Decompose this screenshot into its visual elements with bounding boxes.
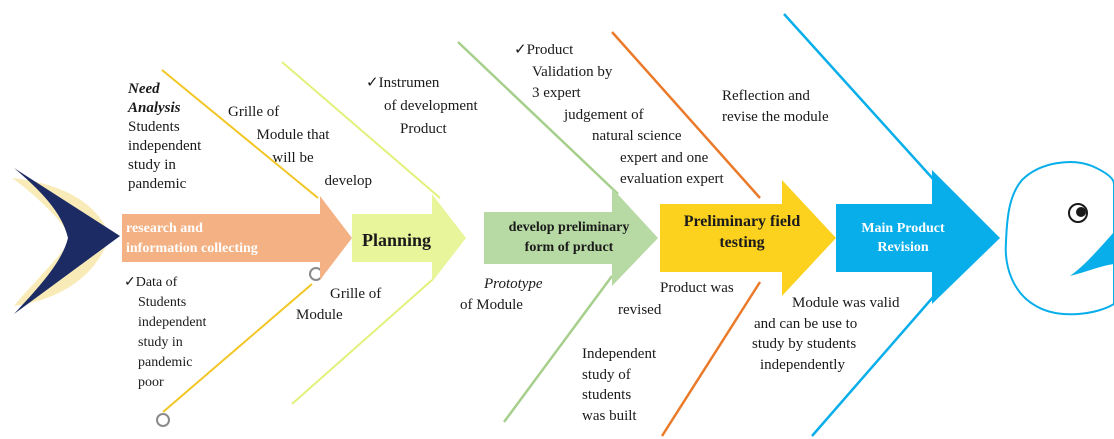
independent-study-line-1: Independent	[582, 346, 657, 362]
stage-4-arrow	[660, 180, 836, 296]
stage-3-label: develop preliminary form of prduct	[486, 218, 652, 258]
stage-1-label: research and information collecting	[126, 219, 258, 259]
stage-4-label-line2: testing	[719, 234, 765, 251]
bone-top-2	[281, 61, 441, 199]
data-students-line-3: independent	[138, 315, 207, 330]
grille-module-note: Grille of Module	[296, 284, 381, 326]
grille-module-line-1: Grille of	[330, 286, 382, 302]
need-analysis-note: Need Analysis Students independent study…	[128, 80, 201, 194]
revised-line-2: revised	[618, 302, 662, 318]
validation-line-2: Validation by	[532, 63, 613, 80]
validation-line-4: judgement of	[564, 106, 644, 123]
bone-bottom-2	[291, 279, 433, 405]
stage-3-label-line1: develop preliminary	[508, 220, 630, 235]
data-students-line-1: ✓Data of	[124, 275, 178, 290]
module-valid-line-3: study by students	[752, 336, 857, 352]
stage-2-arrow	[352, 194, 466, 282]
bone-top-3	[457, 41, 619, 195]
instrument-line-3: Product	[400, 121, 447, 137]
fish-head	[1004, 161, 1114, 316]
grille-develop-note: Grille of Module that will be develop	[210, 101, 376, 193]
stage-4-label: Preliminary field testing	[660, 211, 824, 253]
instrument-line-1: ✓Instrumen	[366, 75, 440, 91]
data-students-line-5: pandemic	[138, 355, 193, 370]
prototype-line-1: Prototype	[484, 276, 543, 292]
revised-line-1: Product was	[660, 280, 734, 296]
module-valid-note: Module was valid and can be use to study…	[752, 293, 899, 375]
grille-develop-line-4: develop	[324, 173, 372, 189]
reflection-line-1: Reflection and	[722, 88, 810, 104]
reflection-line-2: revise the module	[722, 109, 829, 125]
stage-5-label-line2: Revision	[877, 240, 929, 255]
validation-note: ✓Product Validation by 3 expert judgemen…	[514, 40, 724, 191]
need-analysis-title-2: Analysis	[128, 100, 181, 116]
data-students-line-2: Students	[138, 295, 187, 310]
independent-study-note: Independent study of students was built	[582, 344, 656, 426]
bone-bottom-1-end	[156, 413, 170, 427]
stage-1-label-line2: information collecting	[126, 241, 258, 256]
stage-5-arrow	[836, 170, 1000, 304]
stage-4-label-line1: Preliminary field	[683, 213, 801, 230]
module-valid-line-4: independently	[760, 356, 845, 373]
reflection-note: Reflection and revise the module	[722, 86, 829, 128]
validation-line-6: expert and one	[620, 149, 709, 166]
bone-bottom-4	[660, 281, 762, 437]
instrument-line-2: of development	[384, 98, 478, 114]
stage-1-label-line1: research and	[126, 221, 203, 236]
bone-bottom-3	[502, 275, 614, 423]
instrument-note: ✓Instrumen of development Product	[366, 72, 478, 141]
independent-study-line-2: study of	[582, 366, 631, 383]
validation-line-3: 3 expert	[532, 85, 581, 101]
stage-2-label: Planning	[362, 230, 432, 250]
bone-top-5	[783, 13, 935, 181]
need-analysis-line-1: Students	[128, 119, 180, 135]
prototype-note: Prototype of Module	[460, 274, 543, 316]
fish-tail	[12, 168, 120, 314]
need-analysis-line-3: study in	[128, 157, 176, 173]
validation-line-5: natural science	[592, 128, 682, 144]
independent-study-line-3: students	[582, 387, 632, 403]
module-valid-line-1: Module was valid	[792, 295, 900, 311]
bone-bottom-5	[811, 295, 935, 437]
data-students-note: ✓Data of Students independent study in p…	[124, 273, 206, 393]
validation-line-1: ✓Product	[514, 42, 574, 58]
stage-5-label-line1: Main Product	[861, 221, 945, 236]
grille-develop-line-1: Grille of	[228, 104, 280, 120]
module-valid-line-2: and can be use to	[754, 315, 858, 332]
need-analysis-line-2: independent	[128, 138, 202, 154]
revised-note: Product was revised	[618, 277, 734, 321]
stage-3-label-line2: form of prduct	[524, 240, 614, 255]
need-analysis-title-1: Need	[128, 81, 160, 97]
data-students-line-6: poor	[138, 375, 164, 390]
grille-develop-line-3: will be	[272, 150, 314, 166]
stage-5-label: Main Product Revision	[836, 219, 970, 257]
grille-develop-line-2: Module that	[256, 127, 330, 143]
need-analysis-line-4: pandemic	[128, 176, 187, 192]
bone-top-4	[611, 31, 761, 199]
bone-bottom-1	[162, 283, 313, 413]
bone-top-1	[161, 69, 319, 199]
data-students-line-4: study in	[138, 335, 183, 350]
stage-3-arrow	[484, 188, 658, 286]
grille-module-line-2: Module	[296, 307, 343, 323]
stage-1-arrow	[122, 196, 352, 280]
independent-study-line-4: was built	[582, 407, 637, 424]
validation-line-7: evaluation expert	[620, 171, 724, 187]
prototype-line-2: of Module	[460, 297, 523, 313]
